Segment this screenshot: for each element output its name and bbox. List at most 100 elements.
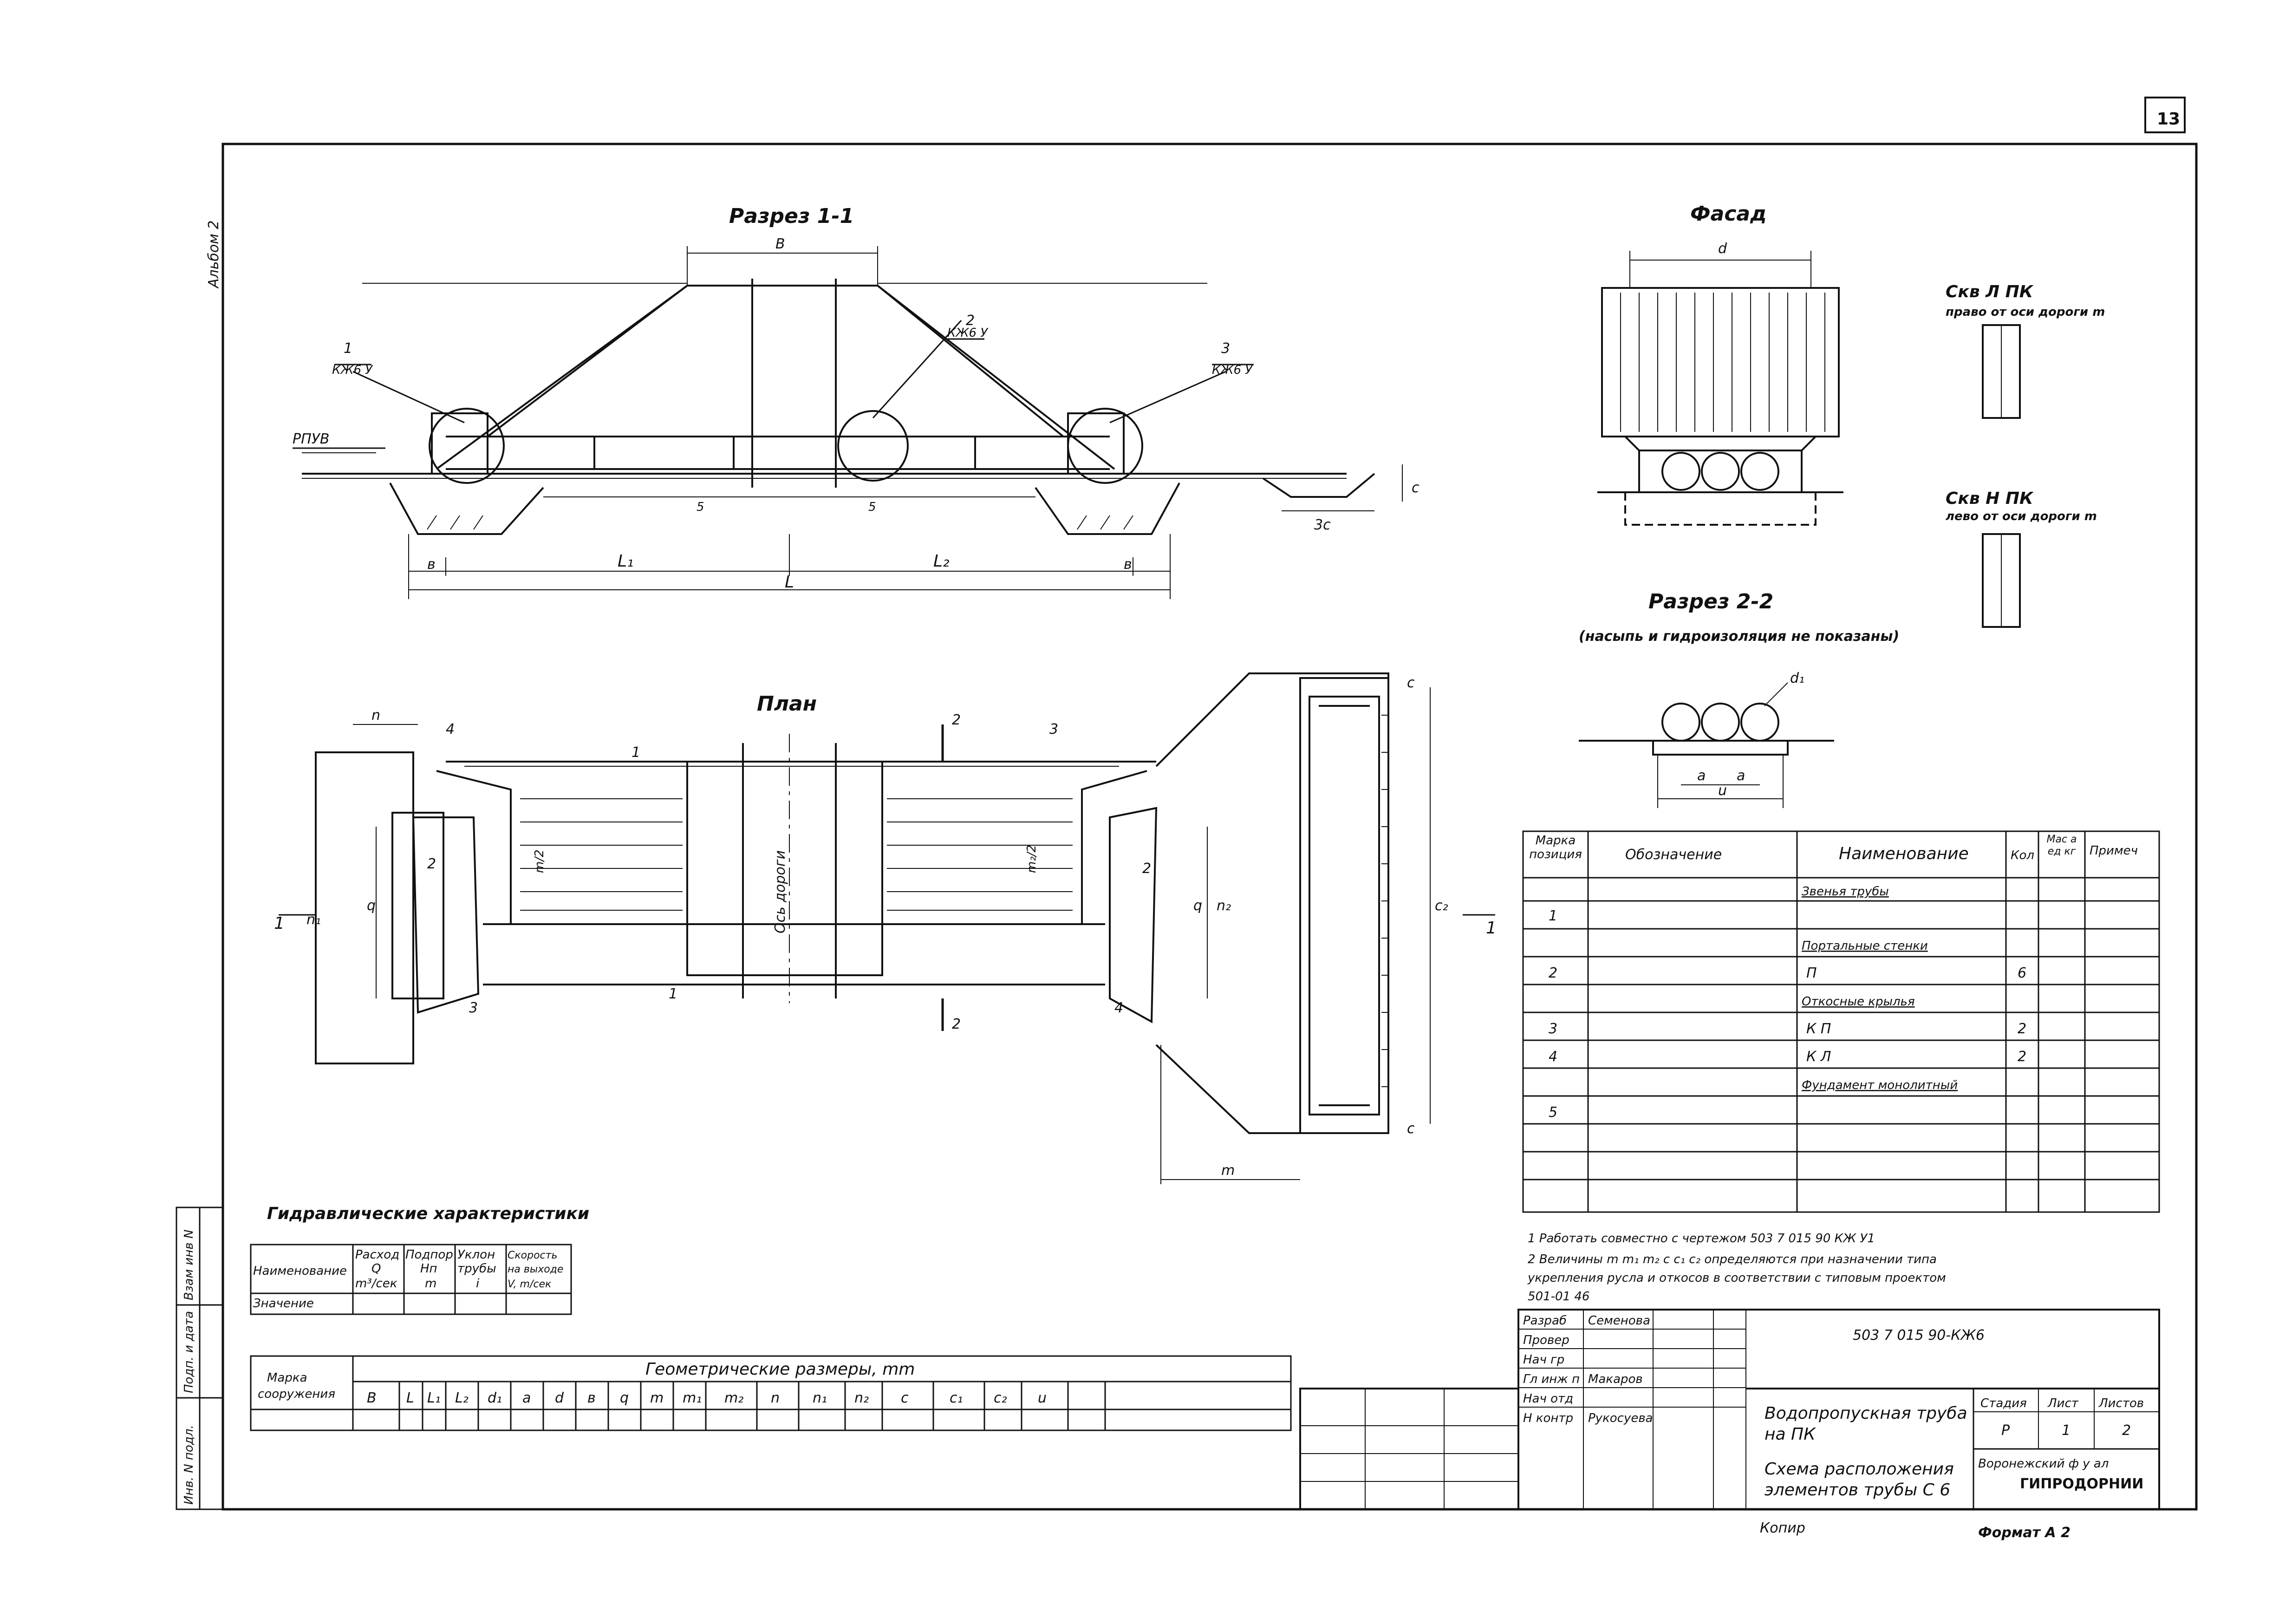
hydraulic-col-3-a: Уклон <box>457 1248 495 1262</box>
geo-col-L1: L₁ <box>427 1390 441 1406</box>
dim-b-left: в <box>427 556 436 573</box>
geometry-table-grid <box>250 1355 1292 1431</box>
geo-col-n: n <box>771 1390 780 1406</box>
plan-callout-3-top: 3 <box>1049 721 1058 737</box>
spec-header-mass: Мас а ед кг <box>2046 834 2077 857</box>
hydraulic-col-4-a: Скорость <box>508 1250 557 1261</box>
stamp-role-3: Гл инж п <box>1523 1372 1580 1386</box>
stamp-role-0: Разраб <box>1523 1314 1567 1328</box>
geo-col-u: u <box>1038 1390 1047 1406</box>
hydraulic-columns: Расход Q m³/сек Подпор Нп m Уклон трубы … <box>355 1248 563 1291</box>
section-2-2-a2: a <box>1737 768 1745 784</box>
spec-row-5-qty: 2 <box>2018 1021 2026 1037</box>
callout-1-sheet: КЖ6 У <box>332 363 373 377</box>
spec-row-5-pos: 3 <box>1549 1021 1557 1037</box>
plan-title: План <box>757 692 817 716</box>
plan-callout-4-left: 4 <box>446 721 455 737</box>
stamp-sheet-label: Лист <box>2047 1396 2079 1410</box>
hydraulic-col-3-b: трубы <box>457 1262 496 1276</box>
geometry-row-header-2: сооружения <box>258 1387 335 1401</box>
section-2-2-title: Разрез 2-2 <box>1648 590 1773 613</box>
facade-view <box>1597 251 1843 526</box>
hydraulic-col-4-b: на выходе <box>508 1264 563 1275</box>
spec-table-grid <box>1522 830 2160 1213</box>
geo-col-a: a <box>522 1390 531 1406</box>
plan-dim-n2: n₂ <box>1217 898 1231 914</box>
section-2-2-a1: a <box>1697 768 1706 784</box>
facade-dim-d: d <box>1718 241 1727 257</box>
plan-sec-1-left: 1 <box>274 914 285 933</box>
plan-dim-n: n <box>371 707 380 724</box>
side-stamp-sign: Подп. и дата <box>182 1311 196 1393</box>
geo-col-m1: m₁ <box>683 1390 702 1406</box>
stamp-org-1: Воронежский ф у ал <box>1978 1457 2109 1471</box>
geo-col-m: m <box>650 1390 664 1406</box>
callout-3-num: 3 <box>1221 340 1230 357</box>
page-number: 13 <box>2157 110 2180 129</box>
plan-dim-c2: c₂ <box>1435 898 1448 914</box>
geo-col-L2: L₂ <box>455 1390 469 1406</box>
callout-3-sheet: КЖ6 У <box>1212 363 1253 377</box>
plan-road-axis: Ось дороги <box>772 850 788 933</box>
dim-3c: 3c <box>1314 517 1331 533</box>
stamp-role-4: Нач отд <box>1523 1392 1573 1406</box>
hydraulic-col-1-a: Расход <box>355 1248 399 1262</box>
hydraulic-row-value: Значение <box>253 1297 314 1311</box>
copied-by: Копир <box>1760 1520 1805 1536</box>
hydraulic-col-2-c: m <box>425 1277 436 1291</box>
hydraulic-title: Гидравлические характеристики <box>267 1204 589 1223</box>
note-line-2: 2 Величины m m₁ m₂ c c₁ c₂ определяются … <box>1528 1252 1937 1266</box>
note-line-3: укрепления русла и откосов в соответстви… <box>1527 1271 1946 1285</box>
side-label: Альбом 2 <box>206 221 222 289</box>
side-mark-right-title: Скв Л ПК <box>1946 282 2034 301</box>
hydraulic-col-2-b: Нп <box>420 1262 437 1276</box>
stamp-title-1: Водопропускная труба <box>1765 1404 1967 1423</box>
hydraulic-col-1-b: Q <box>371 1262 381 1276</box>
plan-sec-2-top: 2 <box>952 712 961 728</box>
stamp-role-1: Провер <box>1523 1333 1569 1347</box>
stamp-role-2: Нач гр <box>1523 1353 1564 1367</box>
side-mark-left-title: Скв Н ПК <box>1946 489 2034 508</box>
spec-header-qty: Кол <box>2011 848 2034 862</box>
hydraulic-row-header: Наименование <box>253 1264 347 1278</box>
plan-sec-1-right: 1 <box>1486 919 1497 938</box>
stamp-title-4: элементов трубы С 6 <box>1765 1481 1950 1500</box>
geo-col-c: c <box>901 1390 909 1406</box>
dim-l1: L₁ <box>618 552 634 571</box>
plan-dim-n1: n₁ <box>306 912 321 928</box>
hydraulic-col-1-c: m³/сек <box>355 1277 397 1291</box>
spec-row-6-name: К Л <box>1806 1049 1831 1065</box>
plan-dim-q2: q <box>1193 898 1202 914</box>
title-block-grid <box>1299 1309 2160 1510</box>
plan-dim-m: m <box>1221 1162 1235 1179</box>
label-rpuv: РПУВ <box>293 431 330 447</box>
geo-col-c1: c₁ <box>950 1390 963 1406</box>
stamp-sheets-label: Листов <box>2098 1396 2144 1410</box>
spec-table-header: Марка позиция Обозначение Наименование К… <box>1529 834 2138 863</box>
stamp-name-5: Рукосуева <box>1588 1411 1653 1425</box>
dim-b-right: в <box>1124 556 1132 573</box>
plan-callout-2-right: 2 <box>1142 861 1151 877</box>
hydraulic-col-4-c: V, m/сек <box>508 1278 552 1290</box>
plan-callout-2-left: 2 <box>427 856 436 872</box>
geo-col-d1: d₁ <box>488 1390 502 1406</box>
spec-header-name: Наименование <box>1839 844 1969 863</box>
plan-callout-1-bot: 1 <box>669 986 677 1002</box>
geo-col-n2: n₂ <box>854 1390 869 1406</box>
spec-header-pos: Марка позиция <box>1529 834 1582 861</box>
plan-dim-c-top: c <box>1407 675 1415 691</box>
geo-col-L: L <box>406 1390 414 1406</box>
plan-view <box>279 672 1495 1184</box>
stamp-stage-label: Стадия <box>1980 1396 2027 1410</box>
geo-col-m2: m₂ <box>724 1390 743 1406</box>
foundation-mark-1: 5 <box>697 500 704 514</box>
side-mark-left-subtitle: лево от оси дороги m <box>1946 509 2097 523</box>
spec-row-6-pos: 4 <box>1549 1049 1557 1065</box>
spec-row-5-name: К П <box>1806 1021 1831 1037</box>
plan-callout-1-top: 1 <box>632 744 640 761</box>
spec-table-rows: Звенья трубы 1 Портальные стенки 2 П 6 О… <box>1549 885 2026 1121</box>
section-1-1-view <box>293 246 1403 599</box>
spec-row-3-name: П <box>1806 965 1817 981</box>
plan-dim-c-bot: c <box>1407 1121 1415 1137</box>
section-1-1-title: Разрез 1-1 <box>729 204 854 228</box>
